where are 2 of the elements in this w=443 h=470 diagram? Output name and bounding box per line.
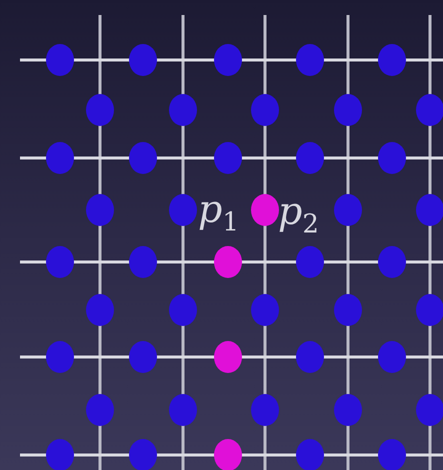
point-label: p$_{2}$: [278, 192, 319, 238]
point-label: p$_{1}$: [198, 190, 239, 236]
